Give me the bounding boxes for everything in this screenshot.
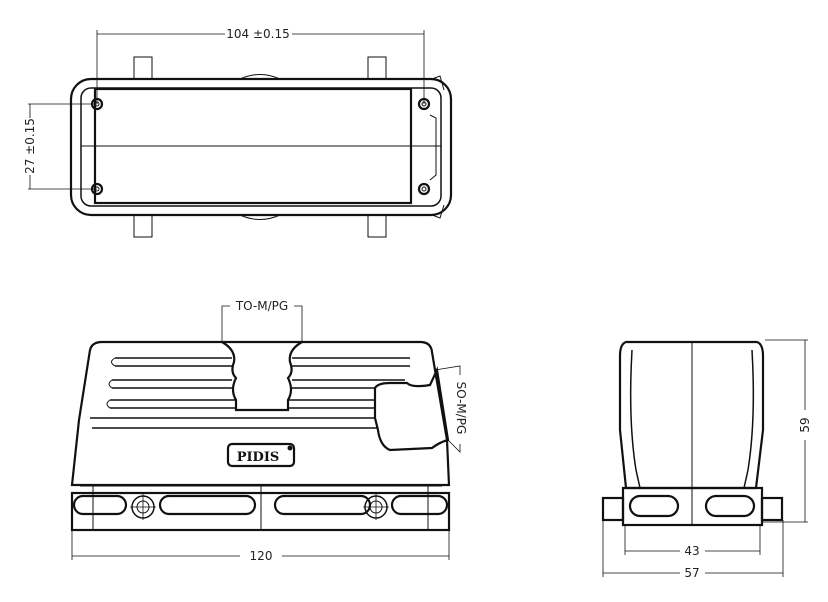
ribs — [90, 357, 410, 429]
dim-59: 59 — [798, 417, 812, 432]
dim-104: 104 ±0.15 — [226, 27, 290, 41]
dim-top-entry: TO-M/PG — [235, 299, 288, 313]
dim-57: 57 — [684, 566, 699, 580]
dim-43: 43 — [684, 544, 699, 558]
dim-120: 120 — [250, 549, 273, 563]
registered-mark-icon — [287, 445, 293, 451]
front-view: PIDIS TO-M/PG SO-M/PG 120 — [70, 299, 468, 563]
slots — [72, 494, 449, 520]
pidis-logo: PIDIS — [237, 450, 280, 465]
side-view: 59 43 57 — [601, 339, 812, 580]
dim-side-entry: SO-M/PG — [454, 382, 468, 435]
top-view: 104 ±0.15 27 ±0.15 — [23, 27, 453, 238]
dim-27: 27 ±0.15 — [23, 118, 37, 174]
